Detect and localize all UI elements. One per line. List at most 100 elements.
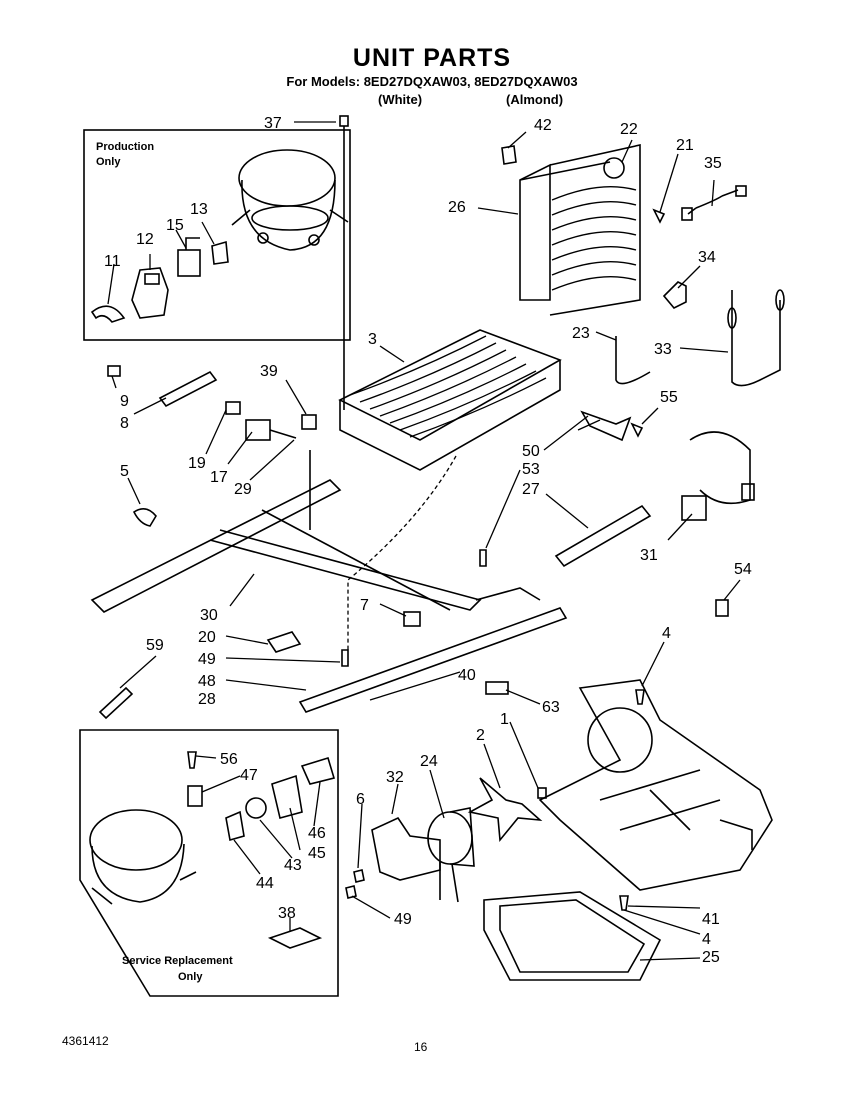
fan-blade-2 [467,777,543,843]
condenser-clip [501,145,517,165]
part-7 [403,611,421,627]
production-label-line2: Only [96,156,121,168]
condenser-assembly [519,144,641,316]
page-title: UNIT PARTS [352,44,512,72]
callout-26: 26 [448,199,466,216]
screw-4b [619,895,629,911]
drier-tubes-33 [727,289,785,387]
callout-23: 23 [572,325,590,342]
nut-1 [537,787,547,799]
callout-45: 45 [308,845,326,862]
callout-37: 37 [264,115,282,132]
callout-numbers: 37 42 22 21 35 26 13 12 15 11 34 3 23 33… [104,115,752,966]
callout-48: 48 [198,673,216,690]
callout-33: 33 [654,341,672,358]
screw-53 [479,549,487,567]
callout-11: 11 [104,253,121,270]
grommet-39 [301,414,317,430]
callout-42: 42 [534,117,552,134]
part-44 [225,810,245,842]
callout-9: 9 [120,393,129,410]
frame-48 [298,587,568,713]
leader-lines [107,121,741,961]
callout-20: 20 [198,629,216,646]
compressor-service [89,809,197,905]
bracket-50 [580,410,632,442]
callout-38: 38 [278,905,296,922]
service-label-line1: Service Replacement [122,955,233,967]
tube-8 [158,370,218,408]
callout-55: 55 [660,389,678,406]
screw-4a [635,689,645,705]
models-line: For Models: 8ED27DQXAW03, 8ED27DQXAW03 [286,74,578,89]
document-number: 4361412 [62,1034,109,1048]
part-47 [187,785,203,807]
production-label-line1: Production [96,141,154,153]
screws-6-49b [345,869,365,899]
callout-40: 40 [458,667,476,684]
spring-59 [98,686,134,720]
callout-1: 1 [500,711,509,728]
callout-30: 30 [200,607,218,624]
fan-motor-24 [427,807,475,903]
callout-50: 50 [522,443,540,460]
compressor-production [231,149,349,251]
callout-8: 8 [120,415,129,432]
production-only-box: Production Only [83,129,351,341]
callout-21: 21 [676,137,694,154]
variant-white-label: (White) [378,92,423,107]
bracket-34 [662,281,687,309]
part-45 [271,774,303,819]
callout-63: 63 [542,699,560,716]
callout-46: 46 [308,825,326,842]
callout-24: 24 [420,753,438,770]
clip-20 [266,631,302,653]
callout-4b: 4 [702,931,711,948]
callout-49b: 49 [394,911,412,928]
screw-55 [630,422,644,438]
callout-6: 6 [356,791,365,808]
callout-19: 19 [188,455,206,472]
tube-23 [615,336,651,385]
callout-31: 31 [640,547,658,564]
harness-31 [681,431,755,521]
callout-2: 2 [476,727,485,744]
callout-15: 15 [166,217,184,234]
callout-22: 22 [620,121,638,138]
callout-47: 47 [240,767,258,784]
frame-30 [90,450,482,613]
callout-7: 7 [360,597,369,614]
screw-49a [341,649,349,667]
callout-59: 59 [146,637,164,654]
variant-almond-label: (Almond) [506,92,564,107]
page-number: 16 [414,1040,428,1054]
relay-clip [211,240,229,265]
callout-43: 43 [284,857,302,874]
callout-12: 12 [136,231,154,248]
callout-4a: 4 [662,625,671,642]
cover-clip [90,305,126,323]
callout-5: 5 [120,463,129,480]
drain-pan-25 [483,891,662,981]
callout-3: 3 [368,331,377,348]
compartment-base [538,679,773,891]
screw-56 [187,751,197,769]
callout-28: 28 [198,691,216,708]
fuse-63 [485,681,509,695]
callout-25: 25 [702,949,720,966]
screw-21 [652,208,666,224]
part-43 [245,797,267,819]
callout-41: 41 [702,911,720,928]
callout-44: 44 [256,875,274,892]
callout-54: 54 [734,561,752,578]
callout-39: 39 [260,363,278,380]
callout-27: 27 [522,481,540,498]
callout-35: 35 [704,155,722,172]
relay [177,237,201,277]
drier-27 [554,504,652,568]
part-54 [715,599,729,617]
callout-53: 53 [522,461,540,478]
callout-56: 56 [220,751,238,768]
callout-29: 29 [234,481,252,498]
